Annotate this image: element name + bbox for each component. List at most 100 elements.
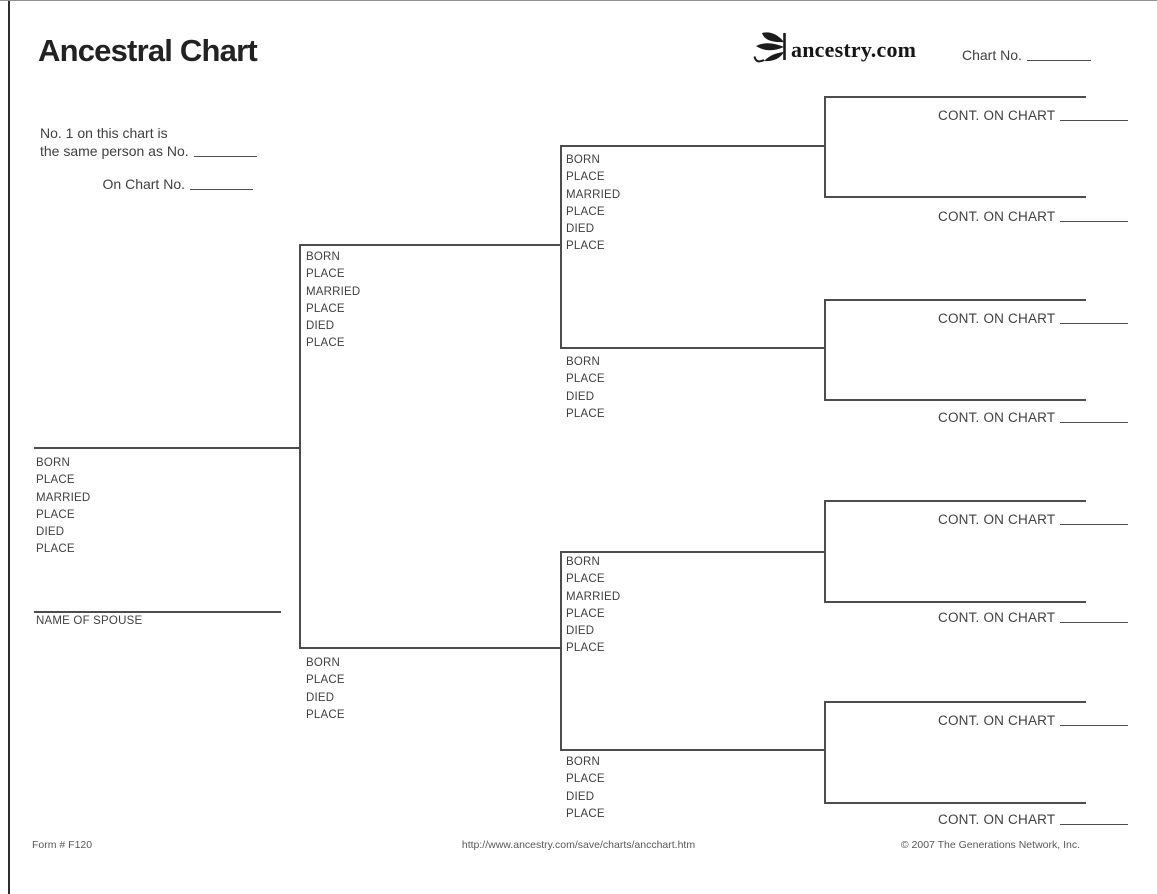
cont-on-chart-label: CONT. ON CHART [938,108,1056,123]
chart-no-label: Chart No. [962,47,1022,63]
born-place-label: PLACE [36,474,75,487]
married-place-label: PLACE [306,302,345,315]
died-label: DIED [566,790,595,803]
born-label: BORN [566,556,601,568]
person-4-fields: BORN PLACE MARRIED PLACE DIED PLACE [566,152,620,256]
died-place-label: PLACE [36,543,75,556]
cont-on-chart-label: CONT. ON CHART [938,311,1056,326]
connector-gen2-maternal [560,551,562,750]
born-place-label: PLACE [306,268,345,281]
spouse-label: NAME OF SPOUSE [36,615,143,627]
cont-chart-number-blank [1060,110,1129,121]
person-6-line [560,551,825,553]
cont-on-chart-label: CONT. ON CHART [938,410,1056,425]
cont-on-chart-15: CONT. ON CHART [938,812,1129,827]
person-2-line [299,244,561,246]
person-1-line [34,447,300,449]
on-chart-no-label: On Chart No. [102,176,185,192]
cont-chart-number-blank [1060,612,1129,623]
chart-no-blank [1026,50,1091,61]
born-label: BORN [36,457,71,469]
born-label: BORN [306,657,341,669]
cont-on-chart-label: CONT. ON CHART [938,812,1056,827]
cont-chart-number-blank [1060,715,1129,726]
ancestry-logo-text: ancestry.com [791,36,917,62]
identity-line2-label: the same person as No. [40,142,189,159]
married-label: MARRIED [566,188,621,201]
person-13-line [824,601,1086,603]
married-place-label: PLACE [36,508,75,521]
person-5-fields: BORN PLACE DIED PLACE [566,354,605,423]
cont-chart-number-blank [1060,313,1129,324]
died-label: DIED [566,390,595,403]
cont-on-chart-label: CONT. ON CHART [938,209,1056,224]
person-11-line [824,399,1086,401]
identity-line1: No. 1 on this chart is [40,125,168,141]
died-place-label: PLACE [566,807,605,820]
born-label: BORN [306,251,341,263]
cont-on-chart-label: CONT. ON CHART [938,512,1056,527]
married-label: MARRIED [36,491,91,504]
same-person-no-blank [193,146,257,157]
footer-copyright: © 2007 The Generations Network, Inc. [900,839,1080,851]
married-place-label: PLACE [566,205,605,218]
died-label: DIED [566,625,595,638]
cont-chart-number-blank [1060,514,1129,525]
person-1-fields: BORN PLACE MARRIED PLACE DIED PLACE [36,455,90,559]
died-label: DIED [566,223,595,236]
born-place-label: PLACE [306,674,345,687]
page-border-top [0,0,1157,1]
person-7-line [560,749,825,751]
person-12-line [824,500,1086,502]
ancestry-leaf-icon [752,30,788,69]
died-label: DIED [306,691,335,704]
died-label: DIED [306,320,335,333]
chart-no-field: Chart No. [962,47,1091,63]
form-number: Form # F120 [32,839,93,851]
spouse-line [34,611,281,613]
cont-on-chart-12: CONT. ON CHART [938,512,1129,527]
born-label: BORN [566,756,601,768]
page-title: Ancestral Chart [38,33,258,68]
person-7-fields: BORN PLACE DIED PLACE [566,754,605,823]
cont-on-chart-9: CONT. ON CHART [938,209,1129,224]
identity-line3: On Chart No. [40,176,253,192]
connector-gen1 [299,244,301,648]
identity-line2: the same person as No. [40,143,257,161]
born-place-label: PLACE [566,373,605,386]
cont-on-chart-14: CONT. ON CHART [938,713,1129,728]
person-8-line [824,96,1086,98]
person-3-line [299,647,561,649]
person-3-fields: BORN PLACE DIED PLACE [306,655,345,724]
person-10-line [824,299,1086,301]
died-place-label: PLACE [566,642,605,655]
born-place-label: PLACE [566,171,605,184]
cont-on-chart-13: CONT. ON CHART [938,610,1129,625]
person-9-line [824,196,1086,198]
ancestry-logo: ancestry.com [752,30,916,69]
died-place-label: PLACE [306,708,345,721]
connector-gen2-paternal [560,145,562,348]
cont-on-chart-label: CONT. ON CHART [938,713,1056,728]
person-6-fields: BORN PLACE MARRIED PLACE DIED PLACE [566,554,620,658]
person-15-line [824,802,1086,804]
identity-note: No. 1 on this chart is the same person a… [40,125,257,160]
cont-on-chart-11: CONT. ON CHART [938,410,1129,425]
died-place-label: PLACE [306,337,345,350]
connector-gen3-d [824,701,826,803]
connector-gen3-a [824,96,826,197]
cont-on-chart-8: CONT. ON CHART [938,108,1129,123]
connector-gen3-c [824,500,826,602]
person-2-fields: BORN PLACE MARRIED PLACE DIED PLACE [306,249,360,353]
born-place-label: PLACE [566,573,605,586]
person-5-line [560,347,825,349]
died-label: DIED [36,526,65,539]
cont-chart-number-blank [1060,814,1129,825]
cont-on-chart-label: CONT. ON CHART [938,610,1056,625]
married-label: MARRIED [566,590,621,603]
died-place-label: PLACE [566,407,605,420]
connector-gen3-b [824,299,826,400]
footer-url: http://www.ancestry.com/save/charts/ancc… [461,839,696,851]
born-place-label: PLACE [566,773,605,786]
